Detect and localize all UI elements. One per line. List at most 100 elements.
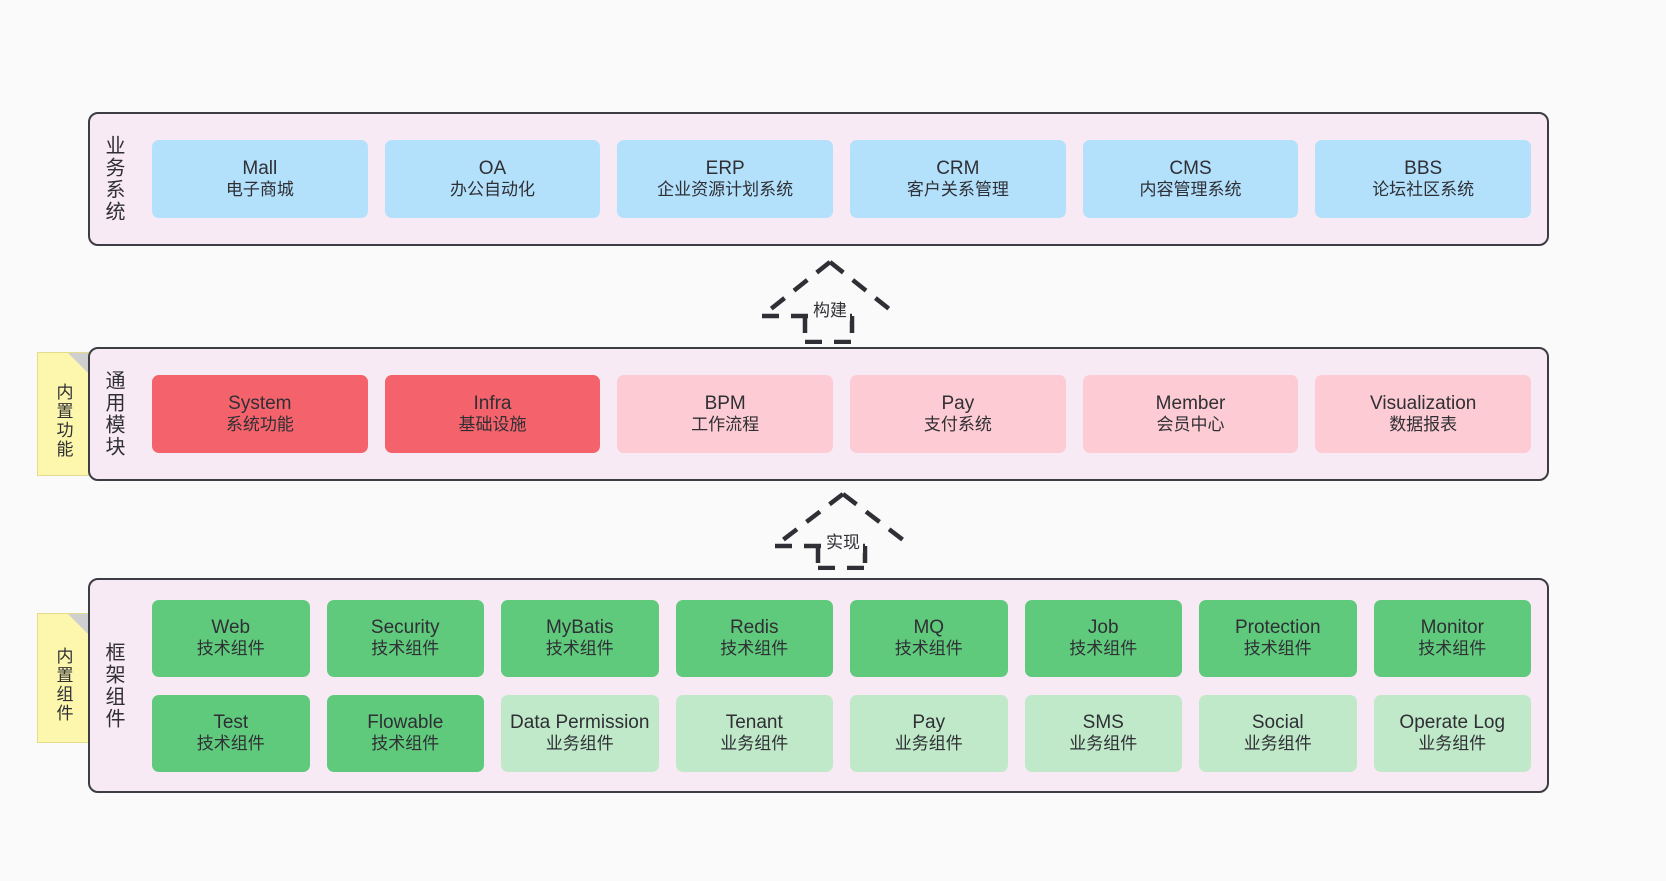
node-subtitle: 基础设施 (458, 415, 527, 435)
node-operate-log[interactable]: Operate Log 业务组件 (1373, 694, 1531, 772)
node-subtitle: 技术组件 (1243, 639, 1312, 659)
node-subtitle: 技术组件 (371, 734, 440, 754)
node-web[interactable]: Web 技术组件 (152, 599, 310, 677)
layer-business-systems: 业务系统 Mall 电子商城 OA 办公自动化 ERP 企业资源计划系统 CRM… (88, 112, 1549, 246)
note-builtin-features: 内置功能 (37, 352, 89, 476)
node-data-permission[interactable]: Data Permission 业务组件 (501, 694, 659, 772)
note-text: 内置功能 (53, 383, 73, 459)
node-subtitle: 企业资源计划系统 (657, 180, 794, 200)
node-title: Security (370, 617, 440, 639)
layer-common-modules: 通用模块 System 系统功能 Infra 基础设施 BPM 工作流程 Pay… (88, 347, 1549, 481)
node-subtitle: 技术组件 (720, 639, 789, 659)
node-title: Mall (242, 158, 278, 180)
node-title: SMS (1082, 712, 1124, 734)
node-subtitle: 数据报表 (1389, 415, 1458, 435)
node-erp[interactable]: ERP 企业资源计划系统 (617, 140, 834, 218)
node-subtitle: 技术组件 (1418, 639, 1487, 659)
generalization-arrow-icon (760, 260, 900, 344)
node-infra[interactable]: Infra 基础设施 (384, 375, 601, 453)
node-subtitle: 业务组件 (720, 734, 789, 754)
node-title: Member (1155, 393, 1226, 415)
node-subtitle: 技术组件 (196, 734, 265, 754)
node-subtitle: 支付系统 (923, 415, 992, 435)
layer-body-framework: Web 技术组件 Security 技术组件 MyBatis 技术组件 Redi… (136, 580, 1547, 791)
node-title: Pay (941, 393, 975, 415)
node-title: Web (211, 617, 251, 639)
node-title: Job (1087, 617, 1119, 639)
node-social[interactable]: Social 业务组件 (1199, 694, 1357, 772)
layer-label-common: 通用模块 (102, 370, 124, 458)
node-title: Redis (729, 617, 779, 639)
node-title: Data Permission (510, 712, 650, 734)
node-subtitle: 论坛社区系统 (1372, 180, 1475, 200)
node-row: Test 技术组件 Flowable 技术组件 Data Permission … (152, 694, 1531, 772)
node-title: OA (478, 158, 507, 180)
node-bpm[interactable]: BPM 工作流程 (617, 375, 834, 453)
node-subtitle: 电子商城 (225, 180, 294, 200)
node-member[interactable]: Member 会员中心 (1082, 375, 1299, 453)
node-redis[interactable]: Redis 技术组件 (675, 599, 833, 677)
node-title: Monitor (1420, 617, 1484, 639)
connector-implement: 实现 (770, 490, 916, 570)
node-sms[interactable]: SMS 业务组件 (1024, 694, 1182, 772)
node-title: Operate Log (1399, 712, 1506, 734)
node-mybatis[interactable]: MyBatis 技术组件 (501, 599, 659, 677)
connector-label-build: 构建 (810, 296, 850, 321)
node-subtitle: 技术组件 (371, 639, 440, 659)
node-subtitle: 技术组件 (894, 639, 963, 659)
node-title: Infra (473, 393, 512, 415)
node-flowable[interactable]: Flowable 技术组件 (326, 694, 484, 772)
node-title: Visualization (1370, 393, 1477, 415)
node-security[interactable]: Security 技术组件 (326, 599, 484, 677)
node-subtitle: 业务组件 (1243, 734, 1312, 754)
node-monitor[interactable]: Monitor 技术组件 (1373, 599, 1531, 677)
layer-body-common: System 系统功能 Infra 基础设施 BPM 工作流程 Pay 支付系统… (136, 349, 1547, 479)
node-mall[interactable]: Mall 电子商城 (152, 140, 368, 218)
node-job[interactable]: Job 技术组件 (1024, 599, 1182, 677)
node-subtitle: 技术组件 (196, 639, 265, 659)
layer-body-business: Mall 电子商城 OA 办公自动化 ERP 企业资源计划系统 CRM 客户关系… (136, 114, 1547, 244)
node-cms[interactable]: CMS 内容管理系统 (1082, 140, 1299, 218)
node-pay-business[interactable]: Pay 业务组件 (850, 694, 1008, 772)
node-title: BPM (704, 393, 746, 415)
node-protection[interactable]: Protection 技术组件 (1199, 599, 1357, 677)
node-subtitle: 办公自动化 (450, 180, 535, 200)
node-system[interactable]: System 系统功能 (152, 375, 368, 453)
node-bbs[interactable]: BBS 论坛社区系统 (1315, 140, 1532, 218)
node-subtitle: 业务组件 (545, 734, 614, 754)
node-row: Mall 电子商城 OA 办公自动化 ERP 企业资源计划系统 CRM 客户关系… (152, 140, 1532, 218)
node-title: Flowable (367, 712, 444, 734)
node-row: System 系统功能 Infra 基础设施 BPM 工作流程 Pay 支付系统… (152, 375, 1532, 453)
note-builtin-components: 内置组件 (37, 613, 89, 743)
node-title: Tenant (725, 712, 783, 734)
node-row: Web 技术组件 Security 技术组件 MyBatis 技术组件 Redi… (152, 599, 1531, 677)
node-title: CRM (936, 158, 980, 180)
node-subtitle: 技术组件 (545, 639, 614, 659)
node-subtitle: 技术组件 (1069, 639, 1138, 659)
layer-framework-components: 框架组件 Web 技术组件 Security 技术组件 MyBatis 技术组件… (88, 578, 1549, 793)
connector-label-implement: 实现 (823, 528, 863, 553)
layer-label-business: 业务系统 (102, 135, 124, 223)
node-tenant[interactable]: Tenant 业务组件 (675, 694, 833, 772)
connector-build: 构建 (757, 258, 903, 344)
node-test[interactable]: Test 技术组件 (152, 694, 310, 772)
node-visualization[interactable]: Visualization 数据报表 (1315, 375, 1532, 453)
node-title: Pay (912, 712, 946, 734)
node-subtitle: 会员中心 (1156, 415, 1225, 435)
node-subtitle: 客户关系管理 (906, 180, 1009, 200)
node-subtitle: 工作流程 (691, 415, 760, 435)
node-title: ERP (705, 158, 745, 180)
node-title: Protection (1234, 617, 1321, 639)
node-title: System (228, 393, 292, 415)
node-title: BBS (1404, 158, 1443, 180)
node-subtitle: 内容管理系统 (1139, 180, 1242, 200)
node-subtitle: 业务组件 (1069, 734, 1138, 754)
node-subtitle: 业务组件 (894, 734, 963, 754)
node-mq[interactable]: MQ 技术组件 (850, 599, 1008, 677)
node-subtitle: 系统功能 (225, 415, 294, 435)
node-pay[interactable]: Pay 支付系统 (850, 375, 1066, 453)
node-oa[interactable]: OA 办公自动化 (384, 140, 601, 218)
node-subtitle: 业务组件 (1418, 734, 1487, 754)
layer-label-framework: 框架组件 (102, 641, 124, 730)
node-crm[interactable]: CRM 客户关系管理 (850, 140, 1066, 218)
